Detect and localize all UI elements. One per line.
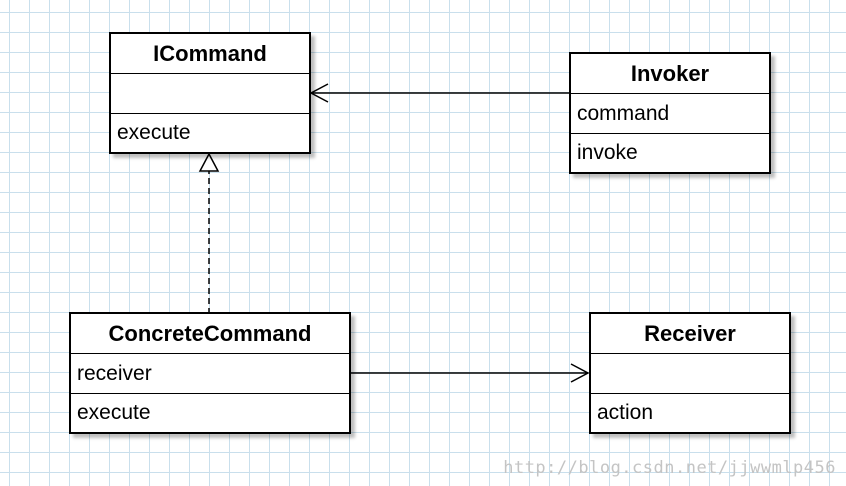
class-name: ConcreteCommand bbox=[71, 314, 349, 354]
class-invoker[interactable]: Invoker command invoke bbox=[569, 52, 771, 174]
attributes-compartment: receiver bbox=[71, 354, 349, 394]
operations-compartment: invoke bbox=[577, 141, 638, 164]
concretecommand-realizes-icommand bbox=[198, 152, 220, 314]
attributes-compartment bbox=[591, 354, 789, 394]
attributes-compartment bbox=[111, 74, 309, 114]
class-name: Invoker bbox=[571, 54, 769, 94]
class-icommand[interactable]: ICommand execute bbox=[109, 32, 311, 154]
class-receiver[interactable]: Receiver action bbox=[589, 312, 791, 434]
concretecommand-to-receiver-association bbox=[350, 363, 590, 383]
invoker-to-icommand-association bbox=[309, 83, 570, 103]
class-name: Receiver bbox=[591, 314, 789, 354]
operations-compartment: execute bbox=[117, 121, 191, 144]
operations-compartment: action bbox=[597, 401, 654, 424]
class-concretecommand[interactable]: ConcreteCommand receiver execute bbox=[69, 312, 351, 434]
watermark-url: http://blog.csdn.net/jjwwmlp456 bbox=[503, 458, 836, 478]
operations-compartment: execute bbox=[77, 401, 151, 424]
attributes-compartment: command bbox=[571, 94, 769, 134]
class-name: ICommand bbox=[111, 34, 309, 74]
